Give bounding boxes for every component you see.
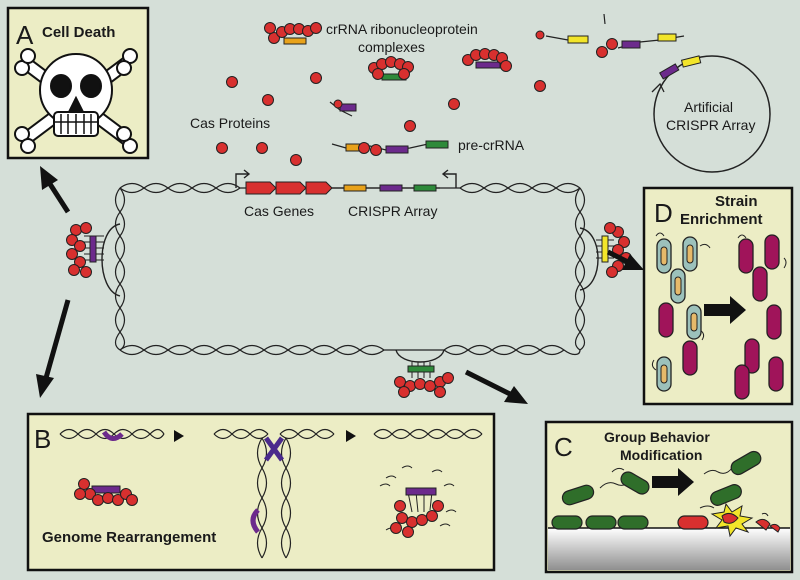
cas-genes: Cas Genes: [244, 181, 333, 219]
crrna-complexes: crRNA ribonucleoprotein complexes: [264, 21, 512, 81]
panel-c: C Group Behavior Modification: [544, 420, 794, 574]
panel-b: B: [26, 412, 496, 572]
dna-target-strand: [59, 428, 165, 440]
panel-d-letter: D: [654, 198, 673, 228]
pre-crrna: pre-crRNA: [331, 137, 525, 156]
panel-a-title: Cell Death: [42, 24, 115, 41]
free-crrna-pieces: [329, 13, 685, 117]
panel-c-title-line1: Group Behavior: [604, 429, 710, 445]
cas-proteins-label: Cas Proteins: [190, 115, 270, 131]
skull-crossbones-icon: [14, 48, 138, 154]
rearranged-dna: [373, 428, 483, 440]
arrow-to-a: [40, 166, 71, 214]
cas-genes-label: Cas Genes: [244, 203, 314, 219]
arrow-to-d: [606, 249, 644, 270]
panel-c-letter: C: [554, 432, 573, 462]
enrichment-arrow: [704, 296, 746, 324]
lysing-cell-icon: [710, 502, 781, 538]
panel-a: A Cell Death: [6, 6, 150, 160]
panel-a-letter: A: [16, 20, 34, 50]
panel-b-letter: B: [34, 424, 51, 454]
arrow-to-b: [36, 299, 71, 398]
target-spacer: [101, 430, 124, 441]
arrow-to-c: [464, 369, 528, 404]
surface-bacteria: [551, 515, 709, 530]
bound-complex-bottom: [394, 362, 454, 398]
step-arrow-2: [346, 430, 356, 442]
panel-b-title: Genome Rearrangement: [42, 529, 216, 546]
mixed-population: [651, 232, 711, 392]
behavior-arrow: [652, 468, 694, 496]
panel-d-title-line2: Enrichment: [680, 211, 763, 228]
step-arrow-1: [174, 430, 184, 442]
crrna-complex-purple: [462, 48, 512, 72]
swimming-bacteria: [561, 450, 762, 509]
artificial-crispr-plasmid: Artificial CRISPR Array: [651, 55, 771, 173]
crispr-array: CRISPR Array: [332, 184, 440, 219]
arrows: [36, 166, 644, 404]
crossover-mark: [263, 436, 285, 462]
artificial-label-line2: CRISPR Array: [666, 117, 755, 133]
artificial-label-line1: Artificial: [684, 99, 733, 115]
crrna-label-line1: crRNA ribonucleoprotein: [326, 21, 478, 37]
crispr-array-label: CRISPR Array: [348, 203, 437, 219]
complex-b-left: [74, 478, 138, 506]
bacterial-genome: [101, 169, 599, 363]
pre-crrna-label: pre-crRNA: [458, 137, 525, 153]
panel-d-title-line1: Strain: [715, 193, 758, 210]
enriched-population: [734, 234, 787, 400]
crrna-complex-green: [368, 56, 414, 81]
crrna-label-line2: complexes: [358, 39, 425, 55]
crrna-complex-orange: [264, 22, 322, 45]
complex-b-right: [379, 465, 457, 538]
panel-c-title-line2: Modification: [620, 447, 702, 463]
panel-d: D Strain Enrichment: [642, 186, 794, 406]
bound-complex-left: [66, 222, 104, 278]
displaced-spacer: [250, 508, 260, 534]
growth-surface: [548, 528, 790, 570]
cas-proteins: Cas Proteins: [190, 72, 546, 166]
